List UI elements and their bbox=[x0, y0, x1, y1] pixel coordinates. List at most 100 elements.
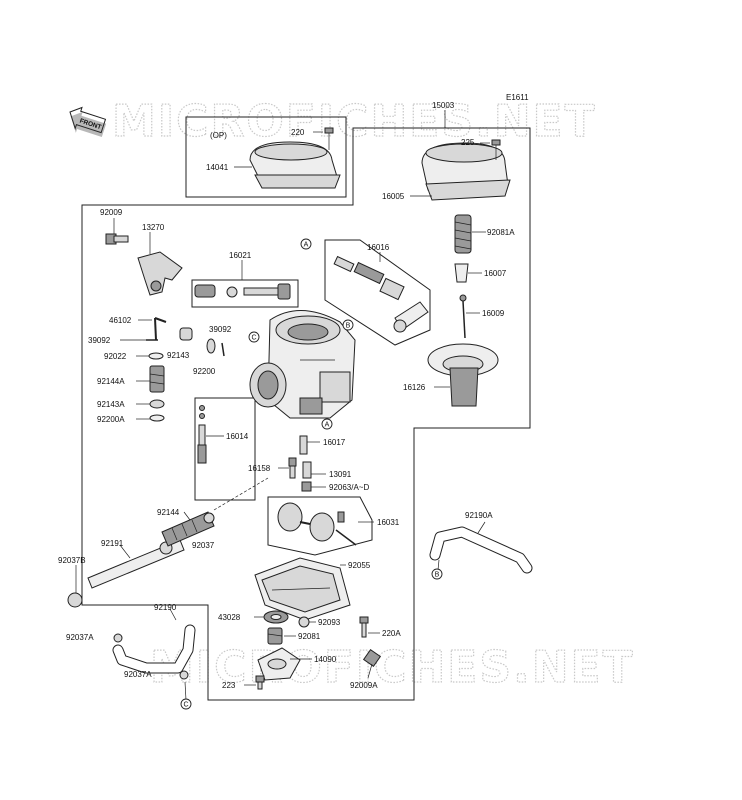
jet-92063 bbox=[301, 481, 312, 492]
front-arrow-icon: FRONT bbox=[69, 106, 107, 138]
label-92055: 92055 bbox=[348, 561, 371, 570]
label-92081: 92081 bbox=[298, 632, 321, 641]
label-39092-right: 39092 bbox=[209, 325, 232, 334]
pin-39092-right bbox=[221, 342, 225, 357]
label-op: (OP) bbox=[210, 131, 227, 140]
ref-c-bottom: C bbox=[180, 698, 192, 710]
watermark-top: MICROFICHES.NET bbox=[112, 96, 597, 147]
label-16007: 16007 bbox=[484, 269, 507, 278]
ref-c-top: C bbox=[248, 331, 260, 343]
cap-92143A bbox=[149, 399, 165, 409]
clip-92037 bbox=[203, 512, 215, 524]
label-92063: 92063/A~D bbox=[329, 483, 369, 492]
label-92009: 92009 bbox=[100, 208, 123, 217]
label-16016: 16016 bbox=[367, 243, 390, 252]
label-39092-left: 39092 bbox=[88, 336, 111, 345]
carburetor-body bbox=[249, 310, 356, 419]
ref-a-bottom: A bbox=[321, 418, 333, 430]
ref-a-top: A bbox=[300, 238, 312, 250]
washer-92200A bbox=[149, 414, 165, 422]
float-16031 bbox=[277, 502, 357, 546]
svg-text:B: B bbox=[435, 572, 440, 579]
diaphragm-16126 bbox=[427, 343, 499, 407]
screw-220 bbox=[324, 127, 334, 150]
label-16031: 16031 bbox=[377, 518, 400, 527]
label-92037B: 92037B bbox=[58, 556, 86, 565]
label-92144: 92144 bbox=[157, 508, 180, 517]
screw-assembly-16021 bbox=[194, 283, 291, 300]
bracket-13270 bbox=[137, 251, 183, 296]
washer-43028 bbox=[263, 610, 289, 624]
washer-92200 bbox=[206, 338, 216, 354]
holder-16007 bbox=[454, 263, 469, 283]
ref-b-top: B bbox=[342, 319, 354, 331]
link-line-b bbox=[437, 559, 440, 571]
screw-92009A bbox=[362, 648, 382, 668]
plunger-assembly-16016 bbox=[333, 255, 429, 333]
label-92081A: 92081A bbox=[487, 228, 515, 237]
label-92009A: 92009A bbox=[350, 681, 378, 690]
spring-92144A bbox=[149, 365, 165, 393]
label-16009: 16009 bbox=[482, 309, 505, 318]
label-92037: 92037 bbox=[192, 541, 215, 550]
spring-92144 bbox=[161, 511, 215, 547]
label-92190: 92190 bbox=[154, 603, 177, 612]
label-92191: 92191 bbox=[101, 539, 124, 548]
label-92200: 92200 bbox=[193, 367, 216, 376]
washer-92022 bbox=[148, 352, 164, 360]
cover-14041 bbox=[249, 141, 341, 189]
label-92200A: 92200A bbox=[97, 415, 125, 424]
clip-92037A-top bbox=[113, 633, 123, 643]
label-92037A-bottom: 92037A bbox=[124, 670, 152, 679]
ref-b-bottom: B bbox=[431, 568, 443, 580]
subassembly-16014-frame bbox=[194, 397, 256, 501]
label-92022: 92022 bbox=[104, 352, 127, 361]
label-16017: 16017 bbox=[323, 438, 346, 447]
screw-stack-16014 bbox=[197, 405, 207, 464]
link-line-c bbox=[184, 681, 187, 701]
figure-code: E1611 bbox=[506, 93, 529, 102]
subassembly-16021-frame bbox=[191, 279, 299, 308]
clip-92037A-bottom bbox=[179, 670, 189, 680]
svg-text:C: C bbox=[251, 335, 256, 342]
label-14090: 14090 bbox=[314, 655, 337, 664]
label-16005: 16005 bbox=[382, 192, 405, 201]
label-225: 225 bbox=[461, 138, 475, 147]
needle-16009 bbox=[459, 294, 467, 339]
svg-text:A: A bbox=[304, 242, 309, 249]
svg-text:A: A bbox=[325, 422, 330, 429]
label-13091: 13091 bbox=[329, 470, 352, 479]
label-16014: 16014 bbox=[226, 432, 249, 441]
label-16021: 16021 bbox=[229, 251, 252, 260]
cap-92143 bbox=[179, 327, 193, 341]
label-15003: 15003 bbox=[432, 101, 455, 110]
label-92144A: 92144A bbox=[97, 377, 125, 386]
lever-46102 bbox=[154, 317, 167, 341]
screw-225 bbox=[491, 139, 501, 160]
label-220A: 220A bbox=[382, 629, 401, 638]
label-16158: 16158 bbox=[248, 464, 271, 473]
subassembly-16031-frame bbox=[267, 496, 373, 556]
needle-16158 bbox=[288, 457, 297, 479]
diaphragm-cover-14090 bbox=[257, 647, 301, 681]
label-14041: 14041 bbox=[206, 163, 229, 172]
jet-16017 bbox=[299, 435, 308, 455]
oring-92093 bbox=[298, 616, 310, 628]
label-92037A-top: 92037A bbox=[66, 633, 94, 642]
label-220: 220 bbox=[291, 128, 305, 137]
subassembly-16016-frame bbox=[324, 239, 431, 346]
label-92143A: 92143A bbox=[97, 400, 125, 409]
cover-16005 bbox=[421, 142, 511, 201]
link-line-pump bbox=[213, 477, 269, 511]
bolt-92009 bbox=[105, 233, 129, 245]
label-92143: 92143 bbox=[167, 351, 190, 360]
float-bowl-92055 bbox=[254, 557, 351, 621]
svg-text:B: B bbox=[346, 323, 351, 330]
spring-92081A bbox=[454, 214, 472, 254]
watermark-bottom: MICROFICHES.NET bbox=[150, 642, 635, 693]
clip-92037B bbox=[67, 592, 83, 608]
option-frame bbox=[185, 116, 347, 198]
holder-13091 bbox=[302, 461, 312, 479]
label-92190A: 92190A bbox=[465, 511, 493, 520]
spring-92081 bbox=[267, 627, 283, 645]
